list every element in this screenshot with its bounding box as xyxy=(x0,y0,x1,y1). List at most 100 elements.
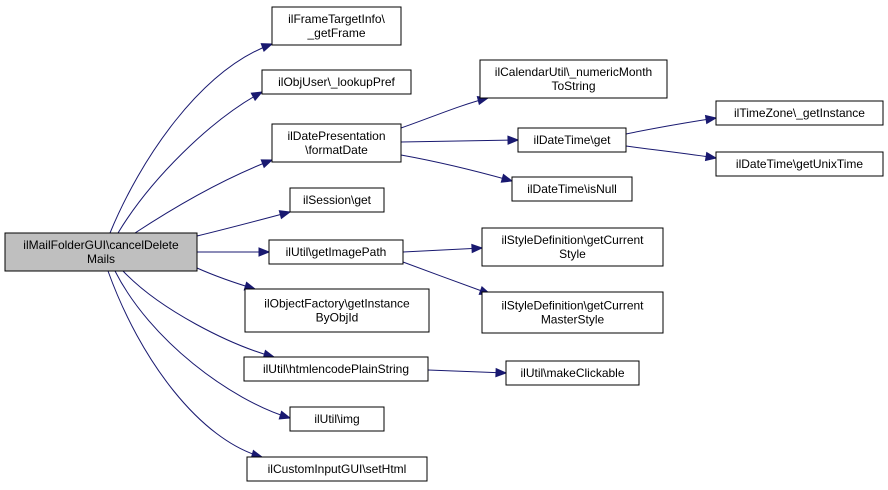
arrow-head-icon xyxy=(704,114,718,125)
edge-line xyxy=(109,43,273,234)
arrow-head-icon xyxy=(278,210,292,220)
node-custominput[interactable]: ilCustomInputGUI\setHtml xyxy=(246,456,428,482)
node-box[interactable] xyxy=(289,187,385,213)
edge-line xyxy=(114,270,291,419)
edge-datepres-to-isnull xyxy=(400,154,514,183)
node-label-line: ilFrameTargetInfo\ xyxy=(288,12,385,26)
edge-line xyxy=(107,270,263,458)
edge-line xyxy=(625,145,717,159)
edge-line xyxy=(400,139,519,143)
node-label-line: ilDatePresentation xyxy=(287,129,385,143)
edge-root-to-custominput xyxy=(107,270,264,459)
node-frame[interactable]: ilFrameTargetInfo\_getFrame xyxy=(271,6,402,46)
arrow-head-icon xyxy=(507,135,520,145)
node-label-line: ilObjectFactory\getInstance xyxy=(264,297,410,311)
edge-line xyxy=(400,97,489,129)
node-lookup[interactable]: ilObjUser\_lookupPref xyxy=(261,69,412,95)
node-box[interactable] xyxy=(517,127,627,153)
node-box[interactable] xyxy=(246,456,428,482)
node-box[interactable] xyxy=(271,6,402,46)
node-box[interactable] xyxy=(505,360,640,386)
edge-root-to-frame xyxy=(109,43,274,234)
arrow-head-icon xyxy=(471,243,484,254)
node-tzget[interactable]: ilTimeZone\_getInstance xyxy=(715,100,884,126)
node-label-line: ilObjUser\_lookupPref xyxy=(278,75,395,89)
node-label-line: ilMailFolderGUI\cancelDelete xyxy=(23,238,179,252)
arrow-head-icon xyxy=(495,367,508,378)
arrow-head-icon xyxy=(258,247,271,257)
node-dtget[interactable]: ilDateTime\get xyxy=(517,127,627,153)
node-box[interactable] xyxy=(289,406,385,432)
node-session[interactable]: ilSession\get xyxy=(289,187,385,213)
edge-line xyxy=(427,369,507,374)
edge-imagepath-to-stylecur xyxy=(402,243,484,254)
arrow-head-icon xyxy=(260,159,274,169)
arrow-head-icon xyxy=(250,91,264,102)
edge-line xyxy=(122,270,275,358)
arrow-head-icon xyxy=(260,43,274,53)
edge-root-to-img xyxy=(114,270,292,420)
node-unixtime[interactable]: ilDateTime\getUnixTime xyxy=(715,151,884,177)
node-datepres[interactable]: ilDatePresentation\formatDate xyxy=(271,123,402,163)
edge-dtget-to-unixtime xyxy=(625,145,718,162)
edge-datepres-to-dtget xyxy=(400,135,520,145)
edge-root-to-datepres xyxy=(134,159,274,234)
node-label-line: _getFrame xyxy=(306,26,365,40)
node-imagepath[interactable]: ilUtil\getImagePath xyxy=(268,239,404,265)
node-box[interactable] xyxy=(243,356,429,382)
node-box[interactable] xyxy=(481,291,664,334)
node-label-line: ilCalendarUtil\_numericMonth xyxy=(495,65,652,79)
node-box[interactable] xyxy=(715,100,884,126)
node-label-line: ByObjId xyxy=(316,311,359,325)
arrow-head-icon xyxy=(500,173,514,183)
node-label-line: ilSession\get xyxy=(303,193,372,207)
node-box[interactable] xyxy=(4,232,198,272)
node-isnull[interactable]: ilDateTime\isNull xyxy=(511,176,633,202)
node-label-line: ilStyleDefinition\getCurrent xyxy=(501,233,644,247)
call-graph-edges xyxy=(107,43,718,459)
node-label-line: \formatDate xyxy=(305,143,368,157)
node-box[interactable] xyxy=(271,123,402,163)
edge-root-to-session xyxy=(196,210,292,237)
edge-line xyxy=(402,247,483,253)
node-box[interactable] xyxy=(261,69,412,95)
node-box[interactable] xyxy=(481,227,664,267)
node-label-line: MasterStyle xyxy=(541,313,605,327)
node-label-line: ilUtil\makeClickable xyxy=(520,366,624,380)
node-label-line: Style xyxy=(559,247,586,261)
node-box[interactable] xyxy=(479,59,668,99)
node-label-line: ilStyleDefinition\getCurrent xyxy=(501,299,644,313)
node-label-line: ilUtil\getImagePath xyxy=(286,245,387,259)
edge-line xyxy=(134,159,273,234)
node-box[interactable] xyxy=(715,151,884,177)
edge-htmlenc-to-clickable xyxy=(427,367,508,378)
edge-line xyxy=(400,154,513,182)
arrow-head-icon xyxy=(278,410,292,420)
node-box[interactable] xyxy=(511,176,633,202)
edge-line xyxy=(625,117,717,135)
node-box[interactable] xyxy=(268,239,404,265)
node-label-line: ilDateTime\isNull xyxy=(527,182,617,196)
node-htmlenc[interactable]: ilUtil\htmlencodePlainString xyxy=(243,356,429,382)
node-label-line: ilUtil\img xyxy=(314,412,359,426)
edge-line xyxy=(196,211,291,237)
node-label-line: ilCustomInputGUI\setHtml xyxy=(268,462,407,476)
node-img[interactable]: ilUtil\img xyxy=(289,406,385,432)
edge-dtget-to-tzget xyxy=(625,114,718,135)
node-box[interactable] xyxy=(244,288,430,333)
node-label-line: ToString xyxy=(551,79,595,93)
edge-datepres-to-calutil xyxy=(400,95,490,129)
node-label-line: ilUtil\htmlencodePlainString xyxy=(263,362,409,376)
edge-line xyxy=(117,91,263,234)
node-label-line: ilDateTime\get xyxy=(534,133,612,147)
edge-root-to-imagepath xyxy=(197,247,271,257)
node-label-line: ilDateTime\getUnixTime xyxy=(736,157,863,171)
node-clickable[interactable]: ilUtil\makeClickable xyxy=(505,360,640,386)
